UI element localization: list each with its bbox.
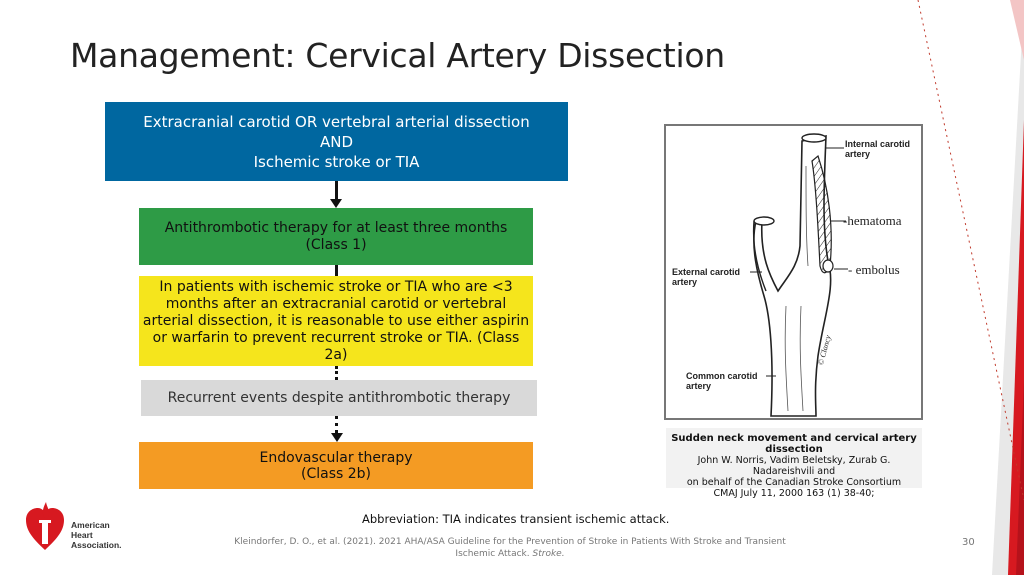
page-number: 30 [962,537,975,548]
citation-journal: Stroke. [532,549,565,559]
corner-decoration [917,0,1024,575]
arrow-line-1 [335,181,338,199]
criteria-line-2: AND [319,132,354,151]
label-internal-carotid: Internal carotid artery [845,139,911,159]
criteria-line-1: Extracranial carotid OR vertebral arteri… [143,112,530,131]
dotted-connector-1 [335,366,338,380]
label-embolus: - embolus [848,262,900,277]
label-hematoma: -hematoma [843,213,902,228]
artery-illustration: Internal carotid artery -hematoma - embo… [664,124,923,420]
artery-drawing [750,133,848,417]
caption-org: on behalf of the Canadian Stroke Consort… [686,477,902,488]
citation: Kleindorfer, D. O., et al. (2021). 2021 … [230,536,790,560]
endovascular-line-1: Endovascular therapy [259,449,413,466]
label-common-carotid: Common carotid artery [686,371,758,391]
flow-box-criteria: Extracranial carotid OR vertebral arteri… [105,102,568,181]
flow-box-antithrombotic: Antithrombotic therapy for at least thre… [139,208,533,265]
antithrombotic-line-2: (Class 1) [305,236,367,253]
antithrombotic-line-1: Antithrombotic therapy for at least thre… [164,219,508,236]
dotted-connector-2 [335,416,338,433]
flow-box-recurrent-events: Recurrent events despite antithrombotic … [141,380,537,416]
caption-title: Sudden neck movement and cervical artery… [671,433,917,455]
page-title: Management: Cervical Artery Dissection [70,36,725,75]
flow-box-endovascular: Endovascular therapy (Class 2b) [139,442,533,489]
logo-line-1: American [71,520,110,530]
caption-journal: CMAJ July 11, 2000 163 (1) 38-40; [713,488,875,499]
citation-main: Kleindorfer, D. O., et al. (2021). 2021 … [234,537,786,559]
caption-authors: John W. Norris, Vadim Beletsky, Zurab G.… [697,455,891,477]
arrowhead-1 [330,199,342,208]
figure-caption: Sudden neck movement and cervical artery… [666,428,922,499]
logo-line-2: Heart [71,530,93,540]
connector-line-2 [335,265,338,276]
logo-line-3: Association. [71,540,122,550]
endovascular-line-2: (Class 2b) [301,465,371,482]
criteria-line-3: Ischemic stroke or TIA [253,152,420,171]
abbreviation-note: Abbreviation: TIA indicates transient is… [362,512,670,526]
aha-wordmark: American Heart Association. [71,520,122,550]
flow-box-recommendation: In patients with ischemic stroke or TIA … [139,276,533,366]
arrowhead-2 [331,433,343,442]
label-external-carotid: External carotid artery [672,267,741,287]
aha-heart-torch-logo-icon [26,502,64,550]
